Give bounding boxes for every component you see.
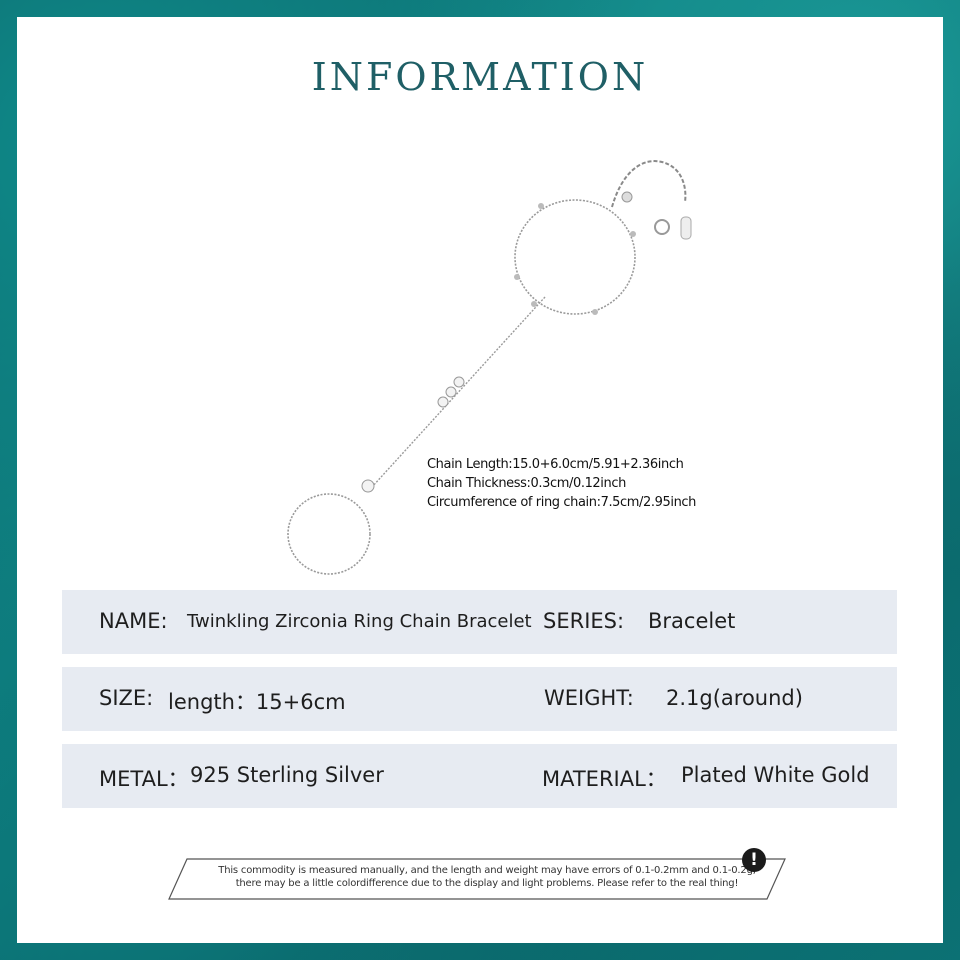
spec-chain-length: Chain Length:15.0+6.0cm/5.91+2.36inch <box>427 457 684 472</box>
material-value: Plated White Gold <box>681 763 870 787</box>
product-image <box>287 160 692 575</box>
metal-label: METAL： <box>99 767 189 791</box>
weight-label: WEIGHT: <box>544 686 634 710</box>
info-row-size: SIZE: length：15+6cm WEIGHT: 2.1g(around) <box>62 667 897 731</box>
name-value: Twinkling Zirconia Ring Chain Bracelet <box>187 611 532 632</box>
info-panel: INFORMATION Chain Length:15.0+6.0cm/5.91… <box>17 17 943 943</box>
size-label: SIZE: <box>99 686 154 710</box>
warning-icon: ! <box>742 848 766 872</box>
info-row-metal: METAL： 925 Sterling Silver MATERIAL： Pla… <box>62 744 897 808</box>
spec-chain-thickness: Chain Thickness:0.3cm/0.12inch <box>427 476 626 491</box>
disclaimer-line-2: there may be a little colordifference du… <box>235 878 739 889</box>
disclaimer-text: This commodity is measured manually, and… <box>212 864 762 890</box>
metal-value: 925 Sterling Silver <box>190 763 384 787</box>
info-row-name: NAME: Twinkling Zirconia Ring Chain Brac… <box>62 590 897 654</box>
weight-value: 2.1g(around) <box>666 686 803 710</box>
size-value: length：15+6cm <box>168 690 346 714</box>
name-label: NAME: <box>99 609 168 633</box>
material-label: MATERIAL： <box>542 767 667 791</box>
spec-ring-circumference: Circumference of ring chain:7.5cm/2.95in… <box>427 495 697 510</box>
series-value: Bracelet <box>648 609 736 633</box>
page-title: INFORMATION <box>311 55 649 99</box>
disclaimer-border <box>168 858 786 900</box>
disclaimer-line-1: This commodity is measured manually, and… <box>218 865 756 876</box>
series-label: SERIES: <box>543 609 625 633</box>
spec-list: Chain Length:15.0+6.0cm/5.91+2.36inch Ch… <box>427 455 696 512</box>
